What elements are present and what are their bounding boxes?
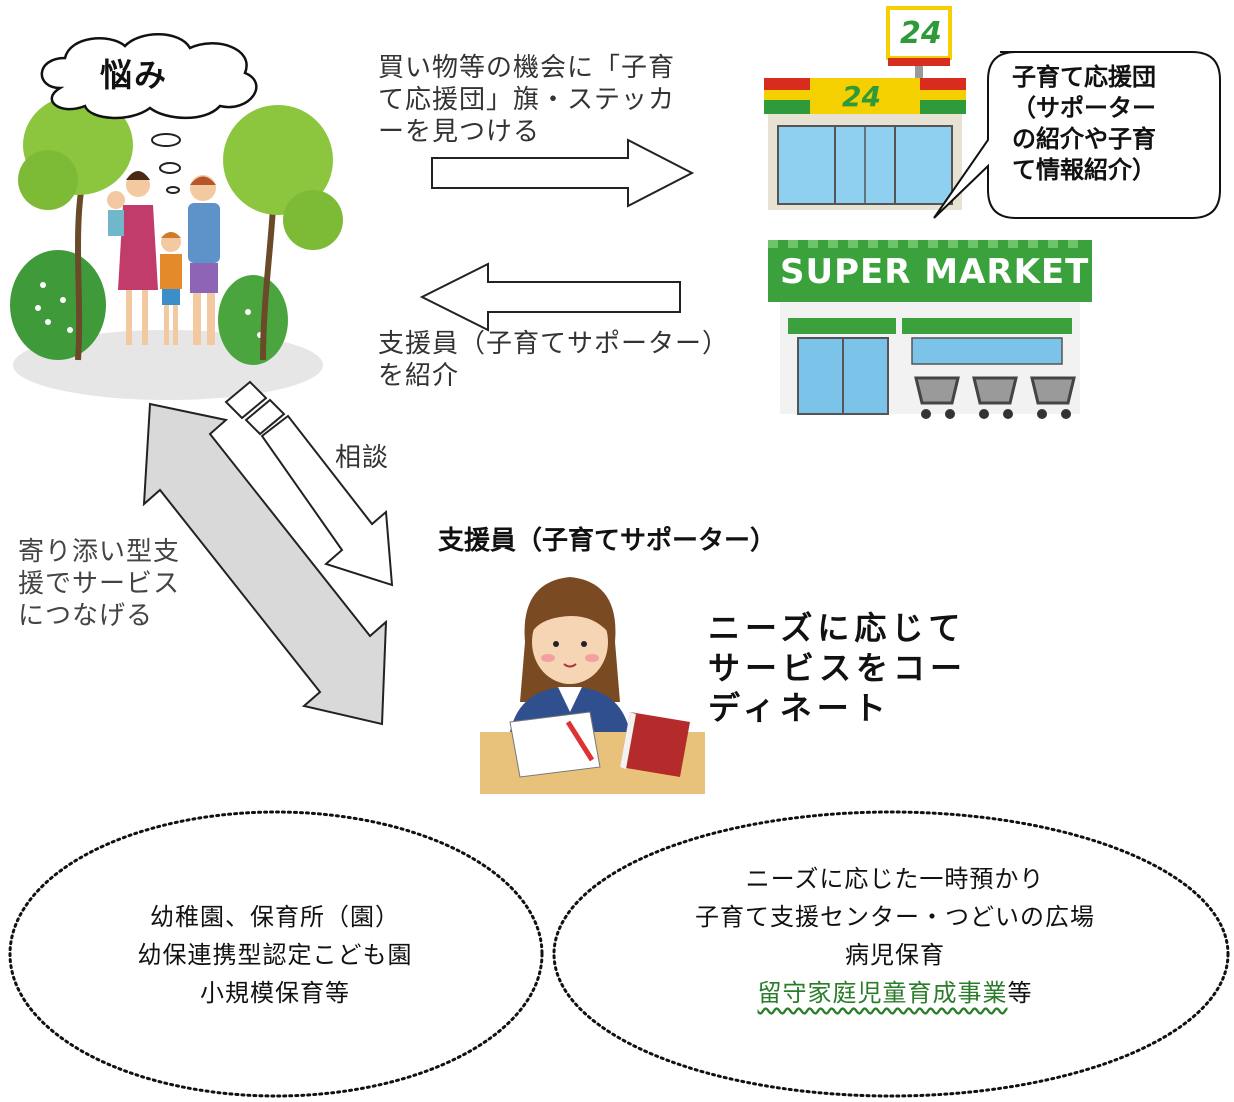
supermarket-sign: SUPER MARKET	[780, 252, 1090, 292]
arrow-to-store	[431, 138, 695, 208]
left-ellipse-line: 小規模保育等	[200, 979, 350, 1007]
supermarket: SUPER MARKET	[766, 238, 1096, 428]
right-ellipse-line-3: 病児保育	[845, 941, 945, 969]
consult-arrow	[224, 380, 394, 587]
left-ellipse-text: 幼稚園、保育所（園） 幼保連携型認定こども園 小規模保育等	[80, 898, 470, 1012]
convenience-store: 24 24	[760, 6, 970, 214]
after-school-program-suffix: 等	[1007, 979, 1033, 1007]
consult-label: 相談	[335, 443, 390, 473]
speech-bubble: 子育て応援団 （サポーター の紹介や子育 て情報紹介）	[930, 48, 1224, 228]
after-school-program-link[interactable]: 留守家庭児童育成事業	[757, 979, 1008, 1007]
left-ellipse-line: 幼保連携型認定こども園	[137, 941, 413, 969]
supporter-illustration	[480, 572, 705, 797]
speech-bubble-text: 子育て応援団 （サポーター の紹介や子育 て情報紹介）	[1012, 63, 1156, 184]
worry-cloud: 悩み	[30, 28, 270, 120]
supporter-title: 支援員（子育てサポーター）	[438, 526, 777, 556]
worry-label: 悩み	[100, 56, 169, 94]
support-caption: 寄り添い型支 援でサービス につなげる	[18, 537, 181, 631]
family-illustration	[8, 30, 358, 400]
store-sign-top: 24	[900, 16, 942, 51]
right-ellipse-line-1: ニーズに応じた一時預かり	[745, 865, 1045, 893]
right-ellipse	[552, 810, 1230, 1098]
right-ellipse-line-4: 留守家庭児童育成事業等	[600, 974, 1190, 1012]
left-ellipse	[8, 810, 544, 1098]
left-ellipse-line: 幼稚園、保育所（園）	[150, 903, 400, 931]
support-double-arrow	[142, 402, 388, 726]
right-ellipse-line-2: 子育て支援センター・つどいの広場	[695, 903, 1095, 931]
right-ellipse-text: ニーズに応じた一時預かり 子育て支援センター・つどいの広場 病児保育 留守家庭児…	[600, 860, 1190, 1012]
store-sign-front: 24	[842, 80, 881, 113]
coordinate-text: ニーズに応じて サービスをコー ディネート	[708, 609, 968, 727]
shop-caption: 買い物等の機会に「子育 て応援団」旗・ステッカ ーを見つける	[378, 53, 676, 147]
arrow-to-family	[419, 262, 681, 332]
introduce-caption: 支援員（子育てサポーター） を紹介	[378, 329, 730, 391]
